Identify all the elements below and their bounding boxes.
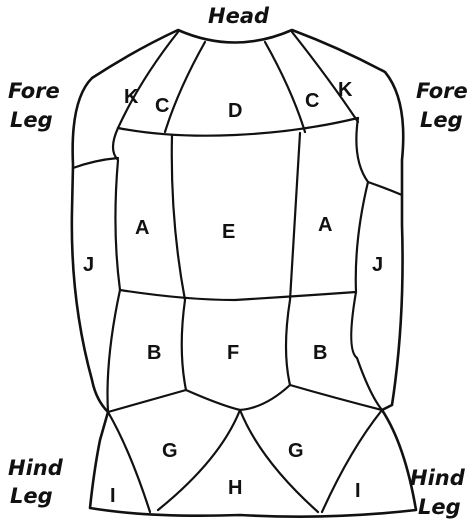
label-hind-leg-left-2: Leg xyxy=(10,484,53,508)
loin-line xyxy=(120,290,356,300)
neck-band-right-outer xyxy=(292,32,358,122)
label-hind-leg-left-1: Hind xyxy=(8,456,64,480)
back-line-left xyxy=(172,135,186,390)
region-i-left: I xyxy=(110,485,116,507)
foreleg-line-left xyxy=(73,158,118,168)
region-j-right: J xyxy=(372,254,383,276)
hind-line-centre-right xyxy=(240,410,318,512)
label-fore-leg-left-1: Fore xyxy=(8,79,60,103)
region-b-left: B xyxy=(147,342,161,364)
neck-band-right-inner xyxy=(265,42,305,132)
region-a-right: A xyxy=(318,214,332,236)
side-line-left xyxy=(108,128,121,412)
label-head: Head xyxy=(208,4,270,28)
label-fore-leg-left-2: Leg xyxy=(10,108,53,132)
foreleg-line-right xyxy=(368,182,402,195)
region-g-left: G xyxy=(162,440,178,462)
region-d: D xyxy=(228,100,242,122)
neck-band-left-inner xyxy=(165,42,205,132)
rump-line xyxy=(108,385,382,412)
region-k-left: K xyxy=(124,86,139,108)
region-h: H xyxy=(228,477,242,499)
label-fore-leg-right-1: Fore xyxy=(416,79,468,103)
region-g-right: G xyxy=(288,440,304,462)
region-j-left: J xyxy=(83,254,94,276)
region-i-right: I xyxy=(355,480,361,502)
region-b-right: B xyxy=(313,342,327,364)
region-c-right: C xyxy=(305,90,319,112)
region-k-right: K xyxy=(338,79,353,101)
label-fore-leg-right-2: Leg xyxy=(420,108,463,132)
hind-line-right xyxy=(322,410,382,512)
back-line-right xyxy=(286,133,300,385)
label-hind-leg-right-2: Leg xyxy=(418,495,461,519)
region-a-left: A xyxy=(135,217,149,239)
region-c-left: C xyxy=(155,95,169,117)
region-f: F xyxy=(227,342,239,364)
label-hind-leg-right-1: Hind xyxy=(410,466,466,490)
region-e: E xyxy=(222,221,235,243)
